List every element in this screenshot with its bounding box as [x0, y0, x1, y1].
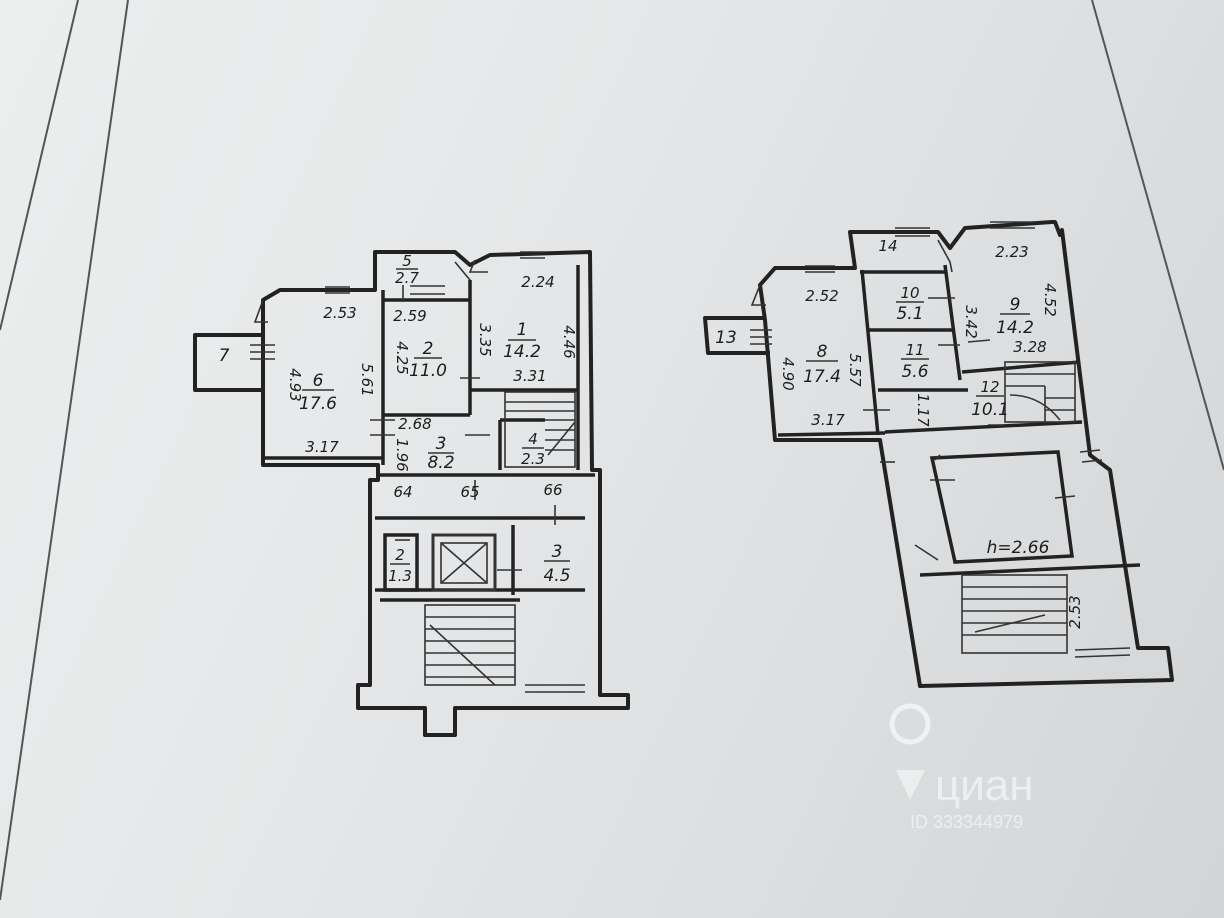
- room-area: 10.1: [971, 400, 1009, 420]
- balcony-13-wall: [703, 316, 770, 355]
- balcony-7-wall: [193, 333, 263, 392]
- dim-label: 3.42: [962, 305, 980, 338]
- height-label: h=2.66: [987, 538, 1050, 558]
- right-floor-plan: 8 17.4 9 14.2 10 5.1 11 5.6 12 10.1 13: [703, 220, 1174, 688]
- dim-label: 2.53: [1066, 595, 1084, 628]
- dim-label: 66: [543, 481, 562, 499]
- left-plan-outer-wall: [261, 250, 630, 737]
- room-label-1: 1 14.2: [503, 320, 541, 362]
- room-area: 11.0: [409, 361, 447, 381]
- right-plan-windows: [750, 221, 1131, 658]
- room-number: 11: [905, 341, 924, 359]
- watermark-id: ID 333344979: [910, 812, 1023, 832]
- left-floor-plan: 1 14.2 2 11.0 3 8.2 4 2.3 5 2.7 6 17.6: [193, 250, 630, 737]
- dim-label: 2.68: [398, 415, 431, 433]
- room-area: 14.2: [503, 342, 541, 362]
- right-plan-dimensions: 2.23 2.52 3.42 4.52 3.28 4.90 5.57 3.17 …: [779, 243, 1084, 629]
- right-plan-stairs-upper: [1004, 361, 1076, 423]
- room-area: 2.3: [521, 450, 545, 468]
- room-label-4: 4 2.3: [521, 430, 545, 468]
- dim-label: 4.52: [1041, 283, 1059, 316]
- dim-label: 1.96: [393, 438, 411, 471]
- room-label-14: 14: [878, 237, 897, 255]
- dim-label: 3.17: [305, 438, 339, 456]
- dim-label: 5.57: [846, 353, 864, 387]
- stair-room-label-2: 2 1.3: [388, 546, 412, 585]
- room-number: 3: [436, 434, 447, 454]
- room-label-11: 11 5.6: [901, 341, 929, 382]
- room-number: 3: [552, 542, 563, 562]
- room-label-8: 8 17.4: [803, 342, 841, 387]
- dim-label: 2.59: [393, 307, 426, 325]
- left-plan-dimensions: 2.53 2.59 2.24 4.93 5.61 4.25 3.35 4.46 …: [286, 273, 578, 501]
- cian-watermark: циан ID 333344979: [889, 703, 1034, 832]
- room-area: 8.2: [427, 453, 454, 473]
- room-number: 9: [1010, 295, 1021, 315]
- dim-label: 4.90: [779, 357, 797, 390]
- dim-label: 2.53: [323, 304, 356, 322]
- dim-label: 65: [460, 483, 479, 501]
- dim-label: 2.24: [521, 273, 554, 291]
- location-pin-icon: [889, 703, 931, 800]
- dim-label: 3.31: [513, 367, 546, 385]
- room-number: 4: [528, 430, 538, 448]
- left-plan-windows: [250, 251, 585, 693]
- watermark-brand: циан: [935, 761, 1034, 810]
- right-plan-outer-wall: [758, 220, 1174, 688]
- room-label-10: 10 5.1: [896, 284, 924, 324]
- dim-label: 5.61: [358, 363, 376, 396]
- room-label-5: 5 2.7: [395, 252, 419, 287]
- room-area: 14.2: [996, 318, 1034, 338]
- room-area: 5.6: [901, 362, 928, 382]
- dim-label: 4.46: [560, 325, 578, 358]
- room-label-12: 12 10.1: [971, 378, 1009, 420]
- room-number: 14: [878, 237, 897, 255]
- dim-label: 4.25: [393, 341, 411, 374]
- room-number: 7: [219, 346, 230, 366]
- dim-label: 1.17: [914, 393, 932, 427]
- room-area: 4.5: [543, 566, 570, 586]
- room-number: 10: [900, 284, 919, 302]
- room-area: 1.3: [388, 567, 412, 585]
- room-number: 12: [980, 378, 999, 396]
- room-label-9: 9 14.2: [996, 295, 1034, 338]
- room-area: 17.6: [299, 394, 337, 414]
- left-plan-stairs-upper: [504, 391, 576, 468]
- room-number: 8: [817, 342, 828, 362]
- stair-room-label-3: 3 4.5: [543, 542, 570, 586]
- room-area: 2.7: [395, 269, 419, 287]
- light-well: [929, 450, 1074, 564]
- room-number: 1: [517, 320, 528, 340]
- dim-label: 3.28: [1013, 338, 1046, 356]
- dim-label: 3.17: [811, 411, 845, 429]
- dim-label: 3.35: [476, 323, 494, 356]
- room-number: 2: [395, 546, 405, 564]
- room-label-6: 6 17.6: [299, 371, 337, 414]
- room-label-7: 7: [219, 346, 230, 366]
- dim-label: 64: [393, 483, 412, 501]
- room-area: 5.1: [896, 304, 923, 324]
- dim-label: 2.52: [805, 287, 838, 305]
- room-area: 17.4: [803, 367, 841, 387]
- room-number: 13: [715, 328, 737, 348]
- stair-room-2-box: [383, 533, 419, 592]
- dim-label: 2.23: [995, 243, 1028, 261]
- dim-label: 4.93: [286, 368, 304, 401]
- room-label-2: 2 11.0: [409, 339, 447, 381]
- room-label-3: 3 8.2: [427, 434, 454, 473]
- room-number: 2: [423, 339, 434, 359]
- left-plan-stairs-lower: [424, 604, 516, 686]
- right-plan-stairs-lower: [961, 574, 1068, 654]
- room-number: 5: [402, 252, 412, 270]
- room-label-13: 13: [715, 328, 737, 348]
- room-number: 6: [313, 371, 324, 391]
- elevator-shaft: [431, 533, 497, 592]
